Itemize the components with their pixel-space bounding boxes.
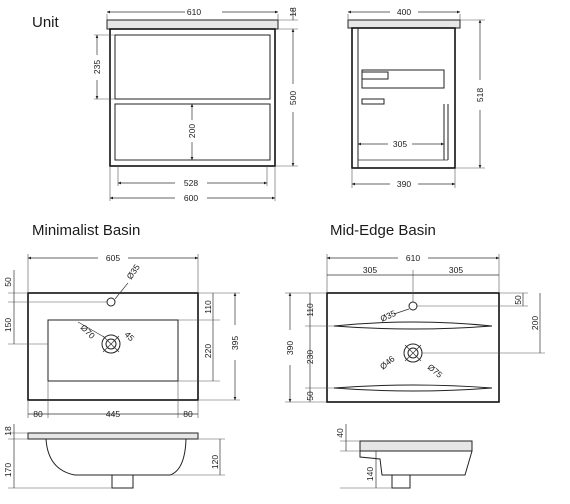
unit-side-view: 400 305 390 518 [347,7,485,189]
unit-drawer-height-label: 235 [92,60,102,74]
mid-edge-basin-plan: Ø35 Ø46 Ø75 610 305 305 390 110 230 50 5 [285,253,545,403]
unit-height-label: 500 [288,91,298,105]
minimalist-width-label: 605 [106,253,120,263]
side-depth-top-label: 400 [397,7,411,17]
minimalist-bowl-top-label: 150 [3,318,13,332]
minimalist-waste [101,334,121,354]
minimalist-section-bowl-label: 120 [210,455,220,469]
minimalist-section-top [27,432,199,440]
minimalist-waste-label: Ø70 [79,322,98,341]
mid-edge-half-left-label: 305 [363,265,377,275]
unit-title: Unit [32,14,60,31]
mid-edge-right-200-label: 200 [530,316,540,330]
mid-edge-waste-label: Ø46 [378,353,397,371]
mid-edge-section-depth-label: 140 [365,467,375,481]
side-worktop [347,19,461,29]
unit-width-inner-label: 528 [184,178,198,188]
mid-edge-bottom-50-label: 50 [305,391,315,401]
mid-edge-half-right-label: 305 [449,265,463,275]
minimalist-right-margin-label: 80 [183,409,193,419]
minimalist-tap-hole [106,297,116,307]
mid-edge-section-top-label: 40 [335,428,345,438]
mid-edge-basin-title: Mid-Edge Basin [330,222,436,239]
unit-width-outer-label: 600 [184,193,198,203]
minimalist-basin-section: 18 170 120 [3,424,225,489]
minimalist-basin-title: Minimalist Basin [32,222,140,239]
minimalist-depth-label: 395 [230,336,240,350]
minimalist-left-margin-label: 80 [33,409,43,419]
unit-shelf-height-label: 200 [187,124,197,138]
mid-edge-left-110-label: 110 [305,303,315,317]
mid-edge-basin-section: 40 140 [335,424,473,489]
mid-edge-section-top [359,440,473,452]
minimalist-waste-angle-label: 45 [123,329,137,343]
minimalist-bowl-depth-label: 220 [203,344,213,358]
mid-edge-bowl-bottom [333,384,493,392]
unit-carcass [109,28,276,167]
side-height-label: 518 [475,88,485,102]
minimalist-section-depth-label: 170 [3,463,13,477]
unit-top-thickness-label: 18 [288,7,298,17]
minimalist-bowl [47,319,179,382]
side-depth-bottom-label: 390 [397,179,411,189]
unit-front-view: 610 528 600 235 200 500 18 [92,7,298,203]
minimalist-section-top-label: 18 [3,426,13,436]
mid-edge-tap-hole [408,301,418,311]
mid-edge-tap-label: Ø35 [379,308,398,324]
unit-drawer [114,34,271,100]
mid-edge-tap-offset-label: 50 [513,295,523,305]
minimalist-tap-offset-label: 50 [3,277,13,287]
mid-edge-width-label: 610 [406,253,420,263]
minimalist-tap-hole-label: Ø35 [124,262,142,281]
minimalist-right-110-label: 110 [203,300,213,314]
minimalist-basin-plan: Ø35 Ø70 45 605 80 445 80 50 150 110 220 [3,253,240,419]
unit-worktop [106,19,279,30]
mid-edge-depth-label: 390 [285,341,295,355]
minimalist-bowl-width-label: 445 [106,409,120,419]
mid-edge-bowl-top [333,321,493,330]
unit-width-top-label: 610 [187,7,201,17]
mid-edge-waste-outer-label: Ø75 [426,362,445,380]
side-inner-depth-label: 305 [393,139,407,149]
side-carcass [351,27,456,169]
minimalist-basin-outline [27,292,199,401]
mid-edge-bowl-depth-label: 230 [305,350,315,364]
